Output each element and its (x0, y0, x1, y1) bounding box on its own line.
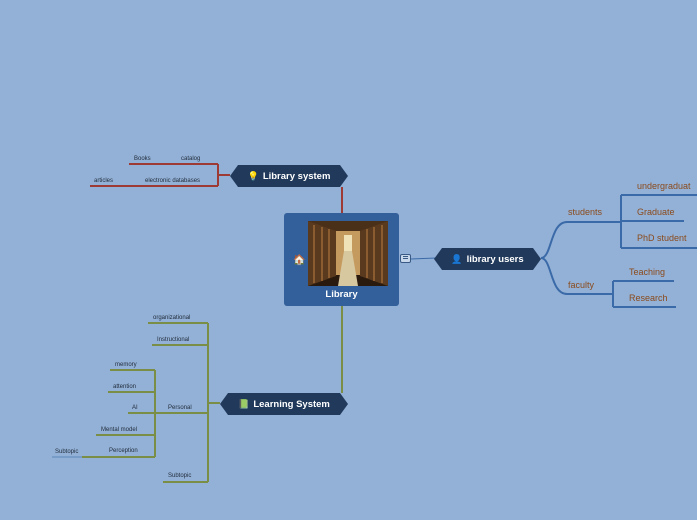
topic-label: Learning System (253, 398, 330, 410)
central-title: Library (325, 289, 358, 300)
subtopic-articles[interactable]: articles (94, 178, 114, 184)
lightbulb-icon: 💡 (247, 170, 259, 181)
subtopic-perception[interactable]: Perception (109, 448, 138, 454)
subtopic-organizational[interactable]: organizational (153, 315, 191, 321)
topic-learning-system[interactable]: 📗 Learning System (220, 393, 348, 415)
library-photo (308, 221, 388, 286)
subtopic-perception-child[interactable]: Subtopic (55, 449, 79, 455)
home-icon: 🏠 (293, 255, 306, 266)
subtopic-books[interactable]: Books (134, 156, 151, 162)
subtopic-electronic-databases[interactable]: electronic databases (145, 178, 201, 184)
subtopic-memory[interactable]: memory (115, 362, 137, 368)
subtopic-personal[interactable]: Personal (168, 405, 192, 411)
subtopic-teaching[interactable]: Teaching (629, 267, 666, 277)
subtopic-attention[interactable]: attention (113, 384, 137, 390)
person-icon: 👤 (451, 253, 463, 264)
subtopic-research[interactable]: Research (629, 293, 668, 303)
subtopic-mental-model[interactable]: Mental model (101, 427, 138, 433)
topic-library-users[interactable]: 👤 library users (434, 248, 541, 270)
subtopic-phd-student[interactable]: PhD student (637, 233, 687, 243)
topic-label: Library system (262, 170, 331, 182)
subtopic-instructional[interactable]: Instructional (157, 337, 190, 343)
subtopic-undergraduate[interactable]: undergraduat (637, 181, 691, 191)
subtopic-ai[interactable]: AI (132, 405, 138, 411)
notes-icon[interactable] (400, 254, 411, 263)
subtopic-catalog[interactable]: catalog (181, 156, 201, 162)
subtopic-graduate[interactable]: Graduate (637, 207, 675, 217)
subtopic-students[interactable]: students (568, 207, 603, 217)
book-icon: 📗 (238, 398, 250, 409)
central-topic[interactable]: 🏠 Library (284, 213, 399, 306)
topic-label: library users (466, 253, 524, 265)
subtopic-faculty[interactable]: faculty (568, 280, 595, 290)
subtopic-subtopic[interactable]: Subtopic (168, 473, 192, 479)
topic-library-system[interactable]: 💡 Library system (230, 165, 348, 187)
